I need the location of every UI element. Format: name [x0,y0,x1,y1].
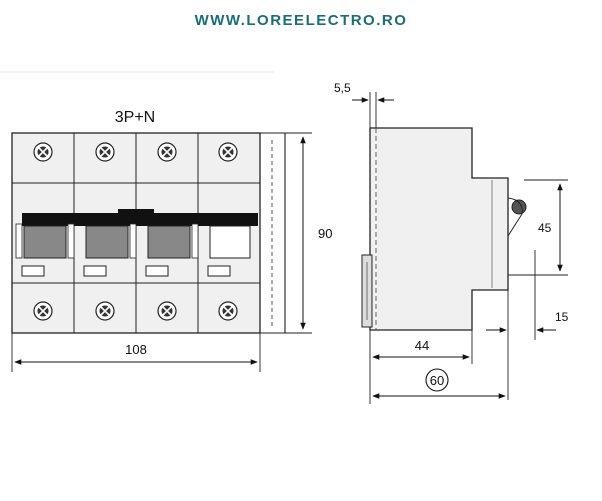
dimension-height: 90 [285,132,332,334]
pole-handle [23,225,67,259]
terminal-screw-icon [157,142,177,162]
dimension-clip-label: 5,5 [334,81,351,95]
indicator-window [21,265,45,277]
terminal-screw-icon [218,142,238,162]
terminal-screw-icon [218,301,238,321]
dimension-base-depth-label: 44 [415,338,429,353]
website-url: WWW.LOREELECTRO.RO [194,12,408,29]
dimension-toggle-height-label: 45 [538,221,552,235]
breaker-side-body [369,127,509,331]
dimension-toggle-depth: 15 [486,250,569,400]
front-view: 3P+N [11,109,332,372]
dimension-toggle-height: 45 [508,179,568,276]
terminal-screw-icon [95,301,115,321]
dimension-total-depth-label: 60 [430,373,444,388]
terminal-screw-icon [95,142,115,162]
side-view: 5,5 45 15 44 60 [334,81,569,404]
indicator-window [145,265,169,277]
pole-config-label: 3P+N [115,109,155,126]
dimension-width-label: 108 [125,342,147,357]
dimension-clip: 5,5 [334,81,394,128]
neutral-handle [209,225,251,259]
dimension-base-depth: 44 [369,330,473,404]
terminal-screw-icon [157,301,177,321]
dimension-total-depth: 60 [372,368,506,399]
dimension-width: 108 [11,333,261,372]
dimension-toggle-depth-label: 15 [555,310,569,324]
indicator-window [83,265,107,277]
dimension-height-label: 90 [318,226,332,241]
terminal-screw-icon [33,301,53,321]
indicator-window [207,265,231,277]
handle-tie-bar [22,213,258,226]
pole-handle [85,225,129,259]
terminal-screw-icon [33,142,53,162]
pole-handle [147,225,191,259]
